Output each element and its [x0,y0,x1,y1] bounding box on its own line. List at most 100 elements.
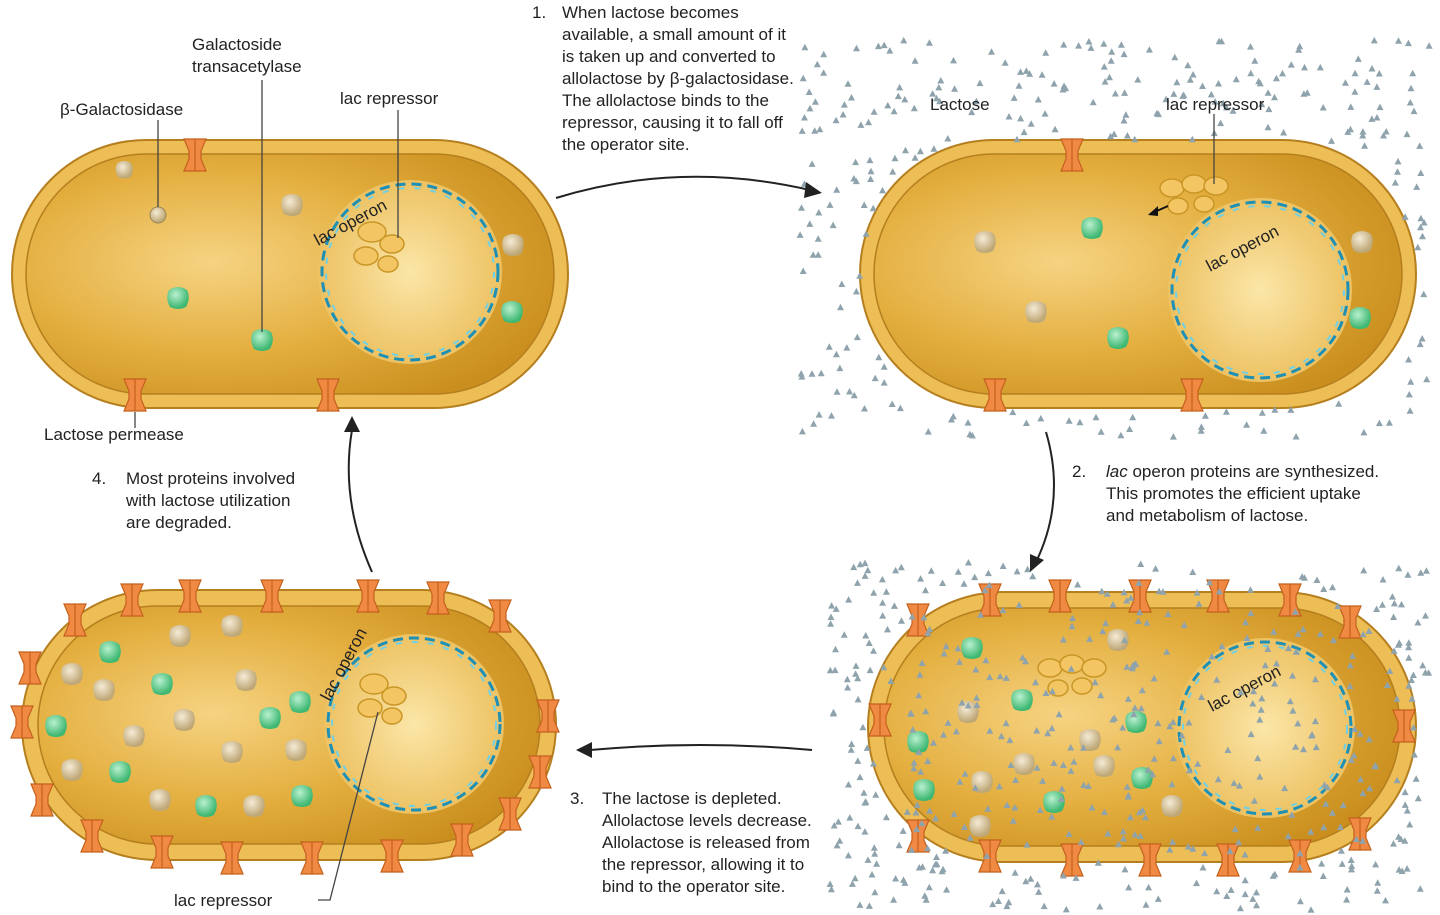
lactose-molecule [828,602,836,609]
lactose-molecule [898,617,905,624]
lactose-molecule [832,350,840,358]
lactose-molecule [894,92,902,100]
lactose-molecule [1189,845,1197,852]
lactose-molecule [1373,114,1381,121]
lactose-molecule [942,847,950,854]
lactose-molecule [837,303,844,311]
lactose-molecule [891,154,899,162]
lactose-molecule [984,569,992,577]
lactose-molecule [1170,90,1178,97]
lactose-molecule [816,125,824,133]
lactose-molecule [1380,132,1387,139]
lactose-molecule [811,98,819,105]
lactose-molecule [1300,745,1307,753]
lactose-molecule [1352,835,1360,843]
lactose-molecule [852,287,860,295]
lactose-molecule [1120,588,1128,596]
lactose-molecule [1097,428,1105,435]
lactose-molecule [1289,672,1296,679]
lactose-molecule [1035,888,1043,895]
lactose-molecule [1365,735,1373,743]
lactose-molecule [1247,69,1255,77]
lactose-molecule [1059,761,1067,768]
lactose-molecule [1166,846,1174,853]
lactose-molecule [918,819,926,827]
lactose-molecule [1011,869,1019,876]
lactose-molecule [1005,898,1013,906]
lactose-molecule [890,896,898,903]
label-galactoside-line1: Galactoside [192,35,282,54]
step-4-text: Most proteins involved with lactose util… [126,468,295,534]
lactose-molecule [886,47,894,54]
lactose-molecule [1347,856,1355,863]
lactose-molecule [869,204,877,212]
lactose-molecule [1253,901,1260,909]
lactose-molecule [861,828,869,835]
lactose-molecule [919,863,926,870]
lactose-molecule [1011,804,1019,811]
lactose-molecule [1122,111,1130,118]
lactose-molecule [917,768,925,775]
lactose-molecule [1247,586,1254,593]
lactose-molecule [1319,104,1327,111]
lactose-molecule [1418,335,1426,342]
lactose-molecule [859,723,867,731]
lactose-molecule [1101,78,1109,85]
lactose-molecule [1356,730,1364,737]
lactose-molecule [1034,96,1042,103]
lactose-molecule [880,379,888,386]
lactose-molecule [968,108,976,116]
step-2-line: and metabolism of lactose. [1106,506,1309,525]
lactose-molecule [1019,654,1027,661]
lactose-molecule [1405,654,1413,661]
lactose-molecule [1413,183,1421,190]
lactose-molecule [856,272,864,279]
lactose-molecule [1144,766,1152,773]
lactose-molecule [1250,687,1257,695]
label-galactoside-line2: transacetylase [192,57,302,76]
lactose-molecule [829,221,837,229]
lactose-molecule [852,670,860,677]
lactose-molecule [1373,887,1381,894]
lactose-molecule [1417,569,1425,576]
lactose-molecule [1343,896,1351,903]
lactose-molecule [915,691,923,699]
lactose-molecule [1121,865,1129,873]
lactose-molecule [829,710,837,717]
lactose-molecule [950,56,957,64]
lactose-molecule [1243,421,1251,428]
lactose-molecule [1009,408,1017,416]
lactose-molecule [860,789,868,796]
lactose-molecule [929,866,937,874]
lactose-molecule [862,230,870,237]
lactose-molecule [1261,661,1269,669]
lactose-molecule [1258,100,1266,108]
lactose-molecule [1360,566,1368,574]
step-3-text: The lactose is depleted. Allolactose lev… [602,788,812,898]
lactose-molecule [872,791,880,798]
lactose-molecule [1189,71,1197,78]
step-3-line: The lactose is depleted. [602,789,782,808]
lactose-molecule [1359,128,1367,135]
label-beta-galactosidase: β-Galactosidase [60,100,184,119]
lactose-molecule [950,810,958,817]
lactose-molecule [1185,766,1193,774]
lactose-molecule [1256,716,1264,723]
lactose-molecule [1152,565,1160,572]
lactose-molecule [903,808,911,815]
lactose-molecule [1109,716,1117,723]
lactose-molecule [1042,689,1050,696]
lactose-molecule [1141,813,1149,821]
lactose-molecule [887,677,895,684]
lactose-molecule [870,108,878,115]
lactose-molecule [995,782,1003,790]
lactose-molecule [1123,597,1131,604]
lactose-molecule [935,83,943,91]
lactose-molecule [1012,776,1020,783]
lactose-molecule [1003,801,1011,808]
lactose-molecule [854,695,862,703]
lactose-molecule [1284,832,1292,840]
lactose-molecule [1296,42,1304,50]
cell-top-right: lac operon [859,138,1417,412]
lactose-molecule [850,563,858,571]
